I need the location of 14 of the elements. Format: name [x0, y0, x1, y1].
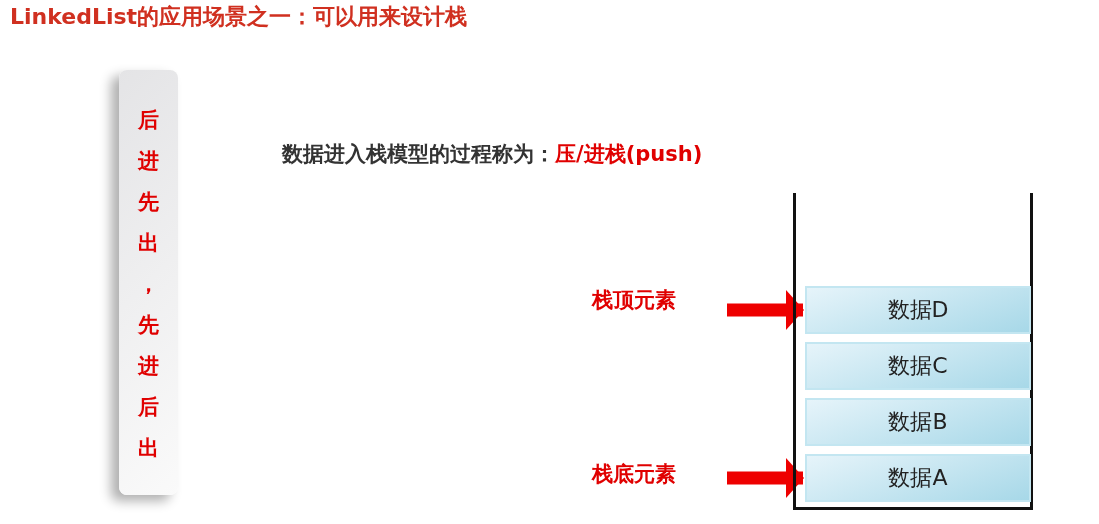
data-block: 数据A	[805, 454, 1031, 502]
stack-container	[793, 193, 1033, 510]
element-label: 栈顶元素	[592, 284, 702, 316]
data-block: 数据C	[805, 342, 1031, 390]
vertical-text: 后进先出，先进后出	[137, 107, 160, 462]
heading-text: 数据进入栈模型的过程称为：	[282, 141, 555, 168]
arrow	[727, 290, 804, 330]
arrow	[727, 458, 804, 498]
heading-text: 压/进栈(push)	[555, 141, 703, 168]
element-label: 栈底元素	[592, 458, 702, 490]
data-block: 数据B	[805, 398, 1031, 446]
data-block: 数据D	[805, 286, 1031, 334]
side-panel	[119, 70, 178, 495]
title: LinkedList的应用场景之一：可以用来设计栈	[10, 3, 468, 31]
